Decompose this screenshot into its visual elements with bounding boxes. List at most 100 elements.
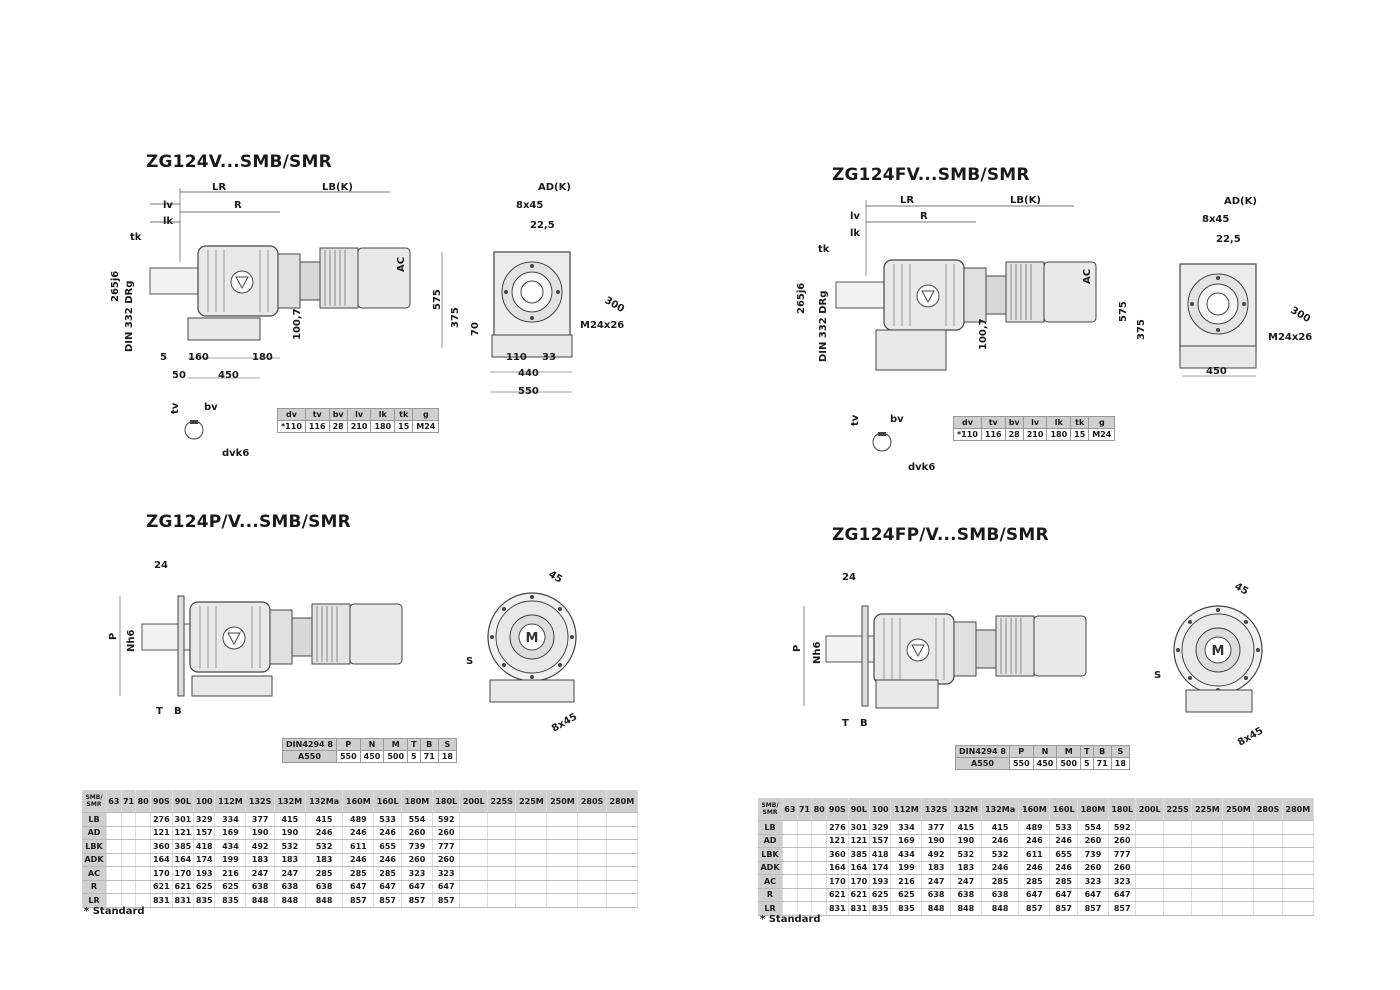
motor-table-cell: 216 [214, 866, 247, 881]
motor-table-cell [135, 812, 152, 827]
motor-table-cell: 190 [245, 826, 275, 840]
motor-table-cell: 169 [890, 834, 923, 848]
motor-table-cell: 857 [1108, 901, 1137, 916]
flange-table-cell: 18 [1110, 757, 1130, 770]
motor-table-cell: 329 [869, 820, 892, 835]
motor-table-cell [546, 880, 579, 894]
motor-table-cell: 625 [214, 880, 247, 894]
motor-table-cell [459, 839, 489, 854]
motor-table-cell [135, 866, 152, 881]
motor-table-row-label: LR [82, 893, 107, 908]
motor-table-cell: 246 [1018, 834, 1051, 848]
motor-table-cell: 246 [342, 853, 375, 867]
motor-table-cell: 121 [848, 834, 871, 848]
motor-table-cell: 647 [1018, 888, 1051, 902]
motor-table-column-header: 280S [577, 790, 607, 813]
dim-180: 180 [252, 352, 273, 363]
motor-table-cell: 190 [274, 826, 306, 840]
motor-table-cell: 199 [214, 853, 247, 867]
dim-8x45-3: 8x45 [550, 711, 579, 734]
motor-table-cell [1253, 847, 1283, 862]
flange-table-header: P [335, 738, 361, 751]
motor-table-row-label: LB [82, 812, 107, 827]
flange-table-header: P [1008, 745, 1034, 758]
motor-table-cell [1135, 847, 1165, 862]
motor-table-cell [135, 880, 152, 894]
motor-table-cell [1191, 901, 1224, 916]
motor-table-cell [515, 893, 548, 908]
motor-table-cell [487, 826, 517, 840]
dim-5: 5 [160, 352, 167, 363]
corner-top-label: SMB/ [85, 794, 103, 801]
shaft-table-cell: 210 [346, 420, 372, 433]
motor-table-cell [797, 847, 813, 862]
flange-table-cell: 450 [1032, 757, 1058, 770]
title-zg124v: ZG124V...SMB/SMR [146, 152, 332, 172]
motor-table-cell [797, 861, 813, 875]
motor-table-cell: 377 [921, 820, 951, 835]
motor-table-column-header: 112M [214, 790, 247, 813]
shaft-table-header: bv [1004, 416, 1024, 429]
motor-table-row-label: LR [758, 901, 783, 916]
motor-table-cell [487, 880, 517, 894]
motor-table-cell: 121 [826, 834, 849, 848]
motor-table-column-header: 71 [797, 798, 813, 821]
flange-table-cell: 71 [419, 750, 439, 763]
motor-table-cell [1253, 888, 1283, 902]
motor-table-cell [515, 826, 548, 840]
motor-table-cell: 489 [1018, 820, 1051, 835]
q4-front-view [1173, 605, 1263, 713]
motor-table-cell [1253, 901, 1283, 916]
motor-table-cell: 260 [432, 853, 461, 867]
flange-table-header: T [407, 738, 421, 751]
flange-table-value-row: A550 550 450 500 5 71 18 [282, 750, 457, 763]
dim-575: 575 [432, 289, 443, 310]
shaft-table-cell: 180 [370, 420, 396, 433]
flange-table-cell: 500 [383, 750, 409, 763]
motor-table-cell: 848 [274, 893, 306, 908]
flange-table-header: B [1092, 745, 1112, 758]
motor-table-cell: 360 [150, 839, 173, 854]
motor-table-cell [1191, 861, 1224, 875]
shaft-table-header-row: dv tv bv lv lk tk g [277, 408, 440, 421]
flange-table-header: T [1080, 745, 1094, 758]
motor-table-row-label: ADK [758, 861, 783, 875]
motor-table-cell [1191, 847, 1224, 862]
motor-table-column-header: 100 [193, 790, 216, 813]
motor-table-cell [1282, 834, 1315, 848]
dim-lbk: LB(K) [322, 182, 353, 193]
motor-table-cell: 848 [950, 901, 982, 916]
flange-table-cell: A550 [955, 757, 1010, 770]
dim-tk-2: tk [818, 244, 830, 255]
motor-table-column-header: 132S [921, 798, 951, 821]
motor-table-cell [1163, 901, 1193, 916]
motor-table-cell: 121 [172, 826, 195, 840]
dim-450: 450 [218, 370, 239, 381]
motor-table-cell [1282, 888, 1315, 902]
motor-table-column-header: 200L [459, 790, 489, 813]
motor-table-cell [1282, 820, 1315, 835]
motor-table-cell [577, 839, 607, 854]
motor-table-column-header: 132S [245, 790, 275, 813]
motor-table-column-header: 63 [782, 798, 798, 821]
flange-table-q3: DIN4294 8 P N M T B S A550 550 450 500 5… [282, 738, 457, 763]
motor-table-cell [811, 834, 828, 848]
motor-table-cell: 170 [848, 874, 871, 889]
motor-table-cell: 247 [921, 874, 951, 889]
dim-r-2: R [920, 211, 928, 222]
motor-table-cell: 170 [172, 866, 195, 881]
shaft-table-cell: *110 [953, 428, 982, 441]
q4-side-view [803, 605, 1087, 709]
motor-table-cell: 647 [1077, 888, 1109, 902]
dim-nh6-2: Nh6 [812, 642, 823, 664]
motor-table-column-header: 180L [1108, 798, 1137, 821]
dim-t: T [156, 706, 163, 717]
motor-table-row-label: R [758, 888, 783, 902]
dim-24-2: 24 [842, 572, 856, 583]
motor-table-cell [782, 834, 798, 848]
